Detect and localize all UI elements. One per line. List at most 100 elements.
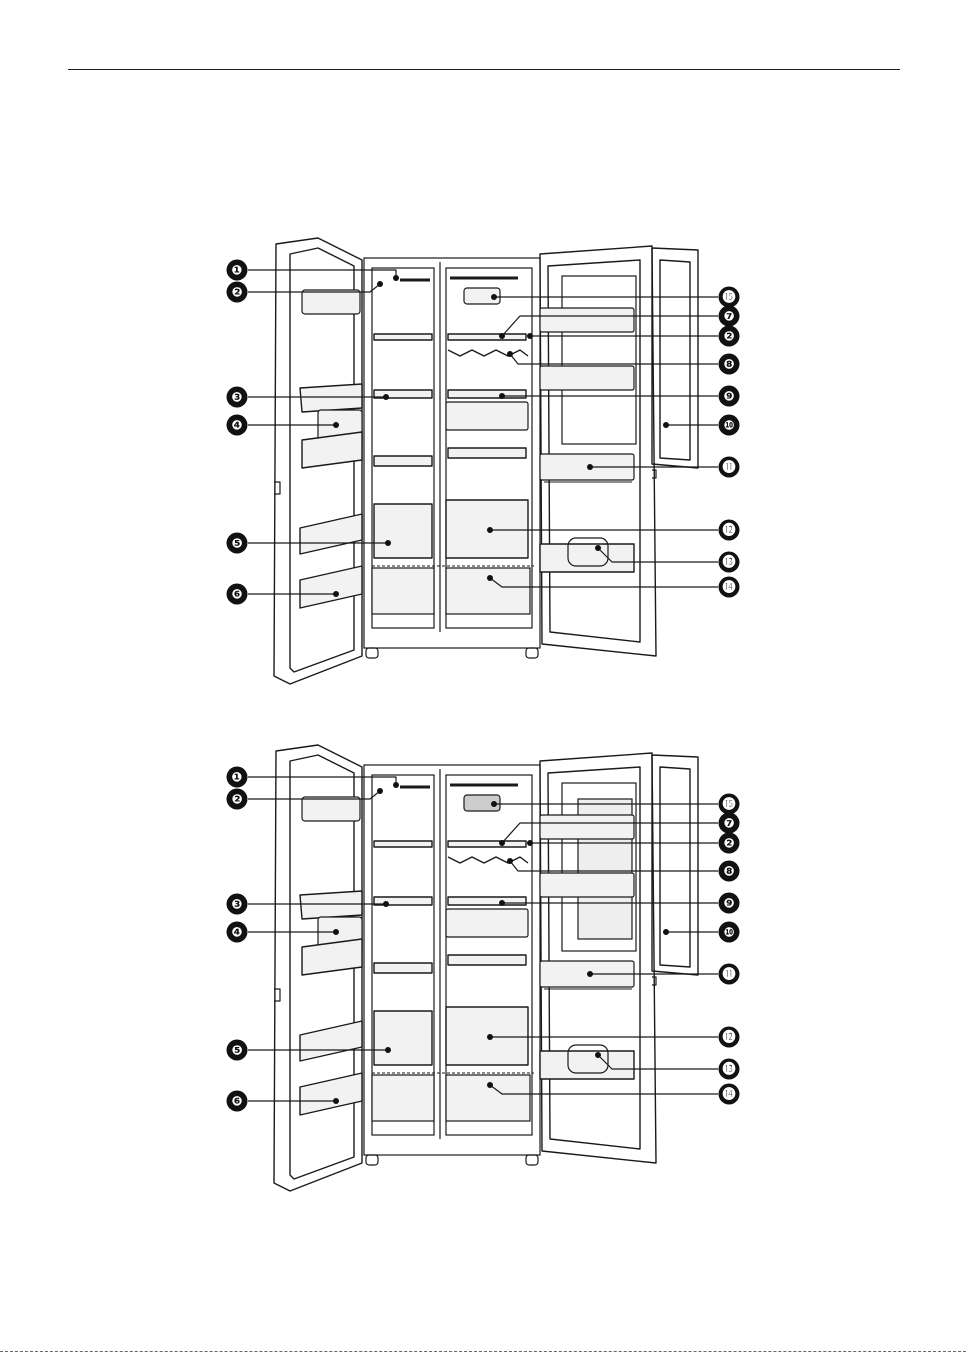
callout-right-8-3-dot <box>507 858 513 864</box>
callout-2-right-number: ❷ <box>723 330 734 345</box>
right-door-bin-4 <box>540 1051 634 1079</box>
callout-right-11-6-dot <box>587 971 593 977</box>
door-shelf-2 <box>300 384 362 412</box>
callout-2-left: ❷ <box>227 789 248 810</box>
callout-2-left-number: ❷ <box>231 793 242 808</box>
callout-13-right-number: ⓭ <box>722 555 735 571</box>
fridge-shelf-3 <box>374 963 432 973</box>
door-bin-1 <box>300 1021 362 1061</box>
callout-4-left: ❹ <box>227 415 248 436</box>
callout-left-1-0-dot <box>393 782 399 788</box>
callout-5-left-number: ❺ <box>231 537 242 552</box>
callout-3-left: ❸ <box>227 387 248 408</box>
right-door-bin-1 <box>540 815 634 839</box>
callout-right-13-8-dot <box>595 545 601 551</box>
callout-7-right-number: ❼ <box>723 817 734 832</box>
callout-right-11-6-dot <box>587 464 593 470</box>
callout-4-left: ❹ <box>227 922 248 943</box>
callout-2-right: ❷ <box>719 833 740 854</box>
header-rule <box>68 69 900 70</box>
callout-5-left: ❺ <box>227 1040 248 1061</box>
crisper-drawer-fridge <box>374 504 432 558</box>
fridge-shelf-1 <box>374 841 432 847</box>
callout-15-right-number: ⓯ <box>722 290 735 306</box>
page-edge-rule <box>0 1351 966 1352</box>
door-bin-2 <box>300 1073 362 1115</box>
callout-right-7-1-dot <box>499 840 505 846</box>
callout-left-3-2-dot <box>383 394 389 400</box>
callout-1-left: ❶ <box>227 767 248 788</box>
foot-left <box>366 648 378 658</box>
callout-11-right-number: ⓫ <box>722 460 735 476</box>
callout-10-right-number: ❿ <box>723 419 734 434</box>
right-door-bin-2 <box>540 873 634 897</box>
crisper-drawer-large <box>446 500 528 558</box>
callout-9-right: ❾ <box>719 386 740 407</box>
callout-left-2-1-dot <box>377 281 383 287</box>
callout-13-right: ⓭ <box>719 552 740 573</box>
callout-6-left-number: ❻ <box>231 588 242 603</box>
callout-3-left-number: ❸ <box>231 898 242 913</box>
callout-left-5-4-dot <box>385 1047 391 1053</box>
callout-1-left-number: ❶ <box>231 771 242 786</box>
freezer-bottom-drawer <box>446 1075 530 1121</box>
callout-right-14-9-dot <box>487 575 493 581</box>
door-shelf-2 <box>300 891 362 919</box>
wine-rack <box>448 350 528 356</box>
callout-6-left-number: ❻ <box>231 1095 242 1110</box>
callout-right-12-7-dot <box>487 527 493 533</box>
callout-11-right: ⓫ <box>719 457 740 478</box>
callout-8-right: ❽ <box>719 861 740 882</box>
right-door-bin-2 <box>540 366 634 390</box>
callout-12-right: ⓬ <box>719 1027 740 1048</box>
door-shelf-3 <box>302 432 362 468</box>
callout-left-5-4-dot <box>385 540 391 546</box>
callout-8-right-number: ❽ <box>723 865 734 880</box>
callout-10-right: ❿ <box>719 415 740 436</box>
callout-2-left: ❷ <box>227 282 248 303</box>
callout-3-left-number: ❸ <box>231 391 242 406</box>
crisper-drawer-large <box>446 1007 528 1065</box>
foot-right <box>526 648 538 658</box>
door-shelf-3 <box>302 939 362 975</box>
freezer-shelf-3 <box>448 955 526 965</box>
callout-13-right: ⓭ <box>719 1059 740 1080</box>
callout-right-2-2-dot <box>527 333 533 339</box>
callout-9-right-number: ❾ <box>723 390 734 405</box>
callout-right-14-9-dot <box>487 1082 493 1088</box>
door-bin-1 <box>300 514 362 554</box>
foot-right <box>526 1155 538 1165</box>
callout-3-left: ❸ <box>227 894 248 915</box>
callout-4-left-number: ❹ <box>231 926 242 941</box>
fridge-bottom-drawer <box>372 1075 434 1121</box>
callout-left-6-5-dot <box>333 1098 339 1104</box>
callout-left-1-0-dot <box>393 275 399 281</box>
callout-15-right: ⓯ <box>719 287 740 308</box>
callout-5-left: ❺ <box>227 533 248 554</box>
callout-right-12-7-dot <box>487 1034 493 1040</box>
fridge-shelf-3 <box>374 456 432 466</box>
callout-12-right-number: ⓬ <box>722 1030 735 1046</box>
crisper-drawer-fridge <box>374 1011 432 1065</box>
callout-14-right-number: ⓮ <box>722 580 735 596</box>
refrigerator-diagram-bottom: ❶❷❸❹❺❻⓯❼❷❽❾❿⓫⓬⓭⓮ <box>0 739 966 1199</box>
callout-9-right: ❾ <box>719 893 740 914</box>
callout-1-left-number: ❶ <box>231 264 242 279</box>
callout-5-left-number: ❺ <box>231 1044 242 1059</box>
callout-15-right: ⓯ <box>719 794 740 815</box>
fridge-bottom-drawer <box>372 568 434 614</box>
callout-4-left-number: ❹ <box>231 419 242 434</box>
door-in-door-inner <box>660 767 690 967</box>
callout-14-right: ⓮ <box>719 1084 740 1105</box>
freezer-shelf-3 <box>448 448 526 458</box>
door-in-door-outer <box>652 755 698 975</box>
callout-7-right-number: ❼ <box>723 310 734 325</box>
door-in-door-opening <box>562 276 636 444</box>
callout-right-2-2-dot <box>527 840 533 846</box>
callout-left-6-5-dot <box>333 591 339 597</box>
callout-right-10-5-dot <box>663 422 669 428</box>
callout-2-right-number: ❷ <box>723 837 734 852</box>
freezer-shelf-2 <box>448 897 526 905</box>
callout-right-10-5-dot <box>663 929 669 935</box>
callout-left-2-1-dot <box>377 788 383 794</box>
